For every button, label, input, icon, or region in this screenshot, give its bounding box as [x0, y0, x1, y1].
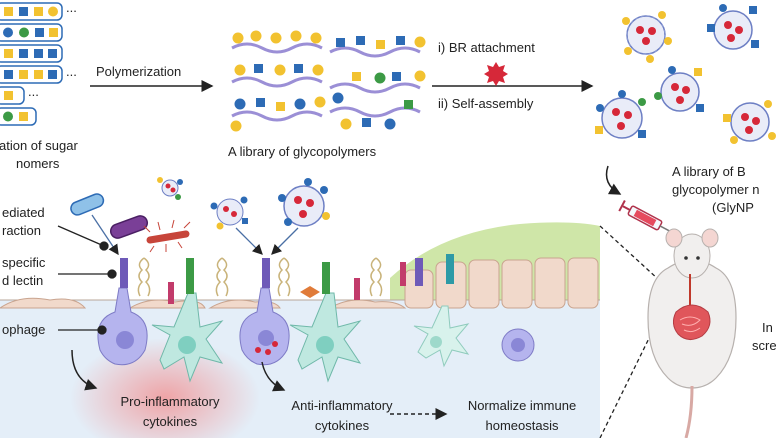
nanoparticle-caption-line1: A library of B [672, 164, 746, 179]
normalize-homeostasis-label-1: Normalize immune [467, 398, 577, 413]
self-assembly-label: ii) Self-assembly [438, 96, 534, 111]
mouse-illustration [647, 228, 737, 438]
pro-inflammatory-arrow [71, 349, 98, 391]
macrophage-label: ophage [2, 322, 46, 337]
monomer-ellipsis-1: ... [66, 0, 77, 15]
glynp-nanoparticles [595, 4, 776, 144]
nanoparticle-medium [210, 196, 248, 230]
sugar-monomer-list [0, 2, 63, 126]
screening-label-1: In [762, 320, 773, 335]
pro-inflammatory-label-1: Pro-inflammatory [120, 394, 220, 409]
anti-inflammatory-arrow [261, 361, 286, 392]
monomer-caption-line1: ation of sugar [0, 138, 78, 153]
glycopolymer-library-caption: A library of glycopolymers [228, 144, 377, 159]
monomer-ellipsis-3: ... [28, 84, 39, 99]
delivery-arrow [605, 165, 622, 195]
nanoparticle-caption-line2: glycopolymer n [672, 182, 760, 197]
syringe-icon [618, 200, 675, 235]
immune-cells [97, 287, 535, 383]
nanoparticle-small [157, 177, 183, 200]
br-attachment-label: i) BR attachment [438, 40, 535, 55]
normalize-homeostasis-label-2: homeostasis [485, 418, 559, 433]
anti-inflammatory-label-1: Anti-inflammatory [291, 398, 393, 413]
bacteria-interaction-label-2: raction [2, 223, 42, 238]
lectin-complex [300, 286, 320, 298]
anti-inflammatory-label-2: cytokines [314, 418, 370, 433]
bacteria-interaction-label-1: ediated [2, 205, 45, 220]
nanoparticle-large [278, 178, 330, 227]
np-binding-arrows [91, 214, 299, 256]
lectin-receptors [120, 254, 454, 304]
lectin-label-2: d lectin [2, 273, 44, 288]
glycan-strands [137, 257, 383, 297]
glycopolymer-sugars [230, 30, 426, 132]
glycopolymer-library [231, 42, 421, 122]
epithelial-cells [0, 257, 599, 309]
pro-inflammatory-label-2: cytokines [142, 414, 198, 429]
monomer-caption-line2: nomers [16, 156, 60, 171]
monomer-ellipsis-2: ... [66, 64, 77, 79]
zoom-line-lower [599, 319, 659, 438]
label-pointers [57, 225, 117, 335]
bacteria [70, 193, 191, 253]
lectin-label-1: specific [2, 255, 46, 270]
polymerization-label: Polymerization [96, 64, 182, 79]
nanoparticle-caption-line3: (GlyNP [712, 200, 754, 215]
br-drug-icon [484, 62, 508, 86]
screening-label-2: scre [752, 338, 777, 353]
